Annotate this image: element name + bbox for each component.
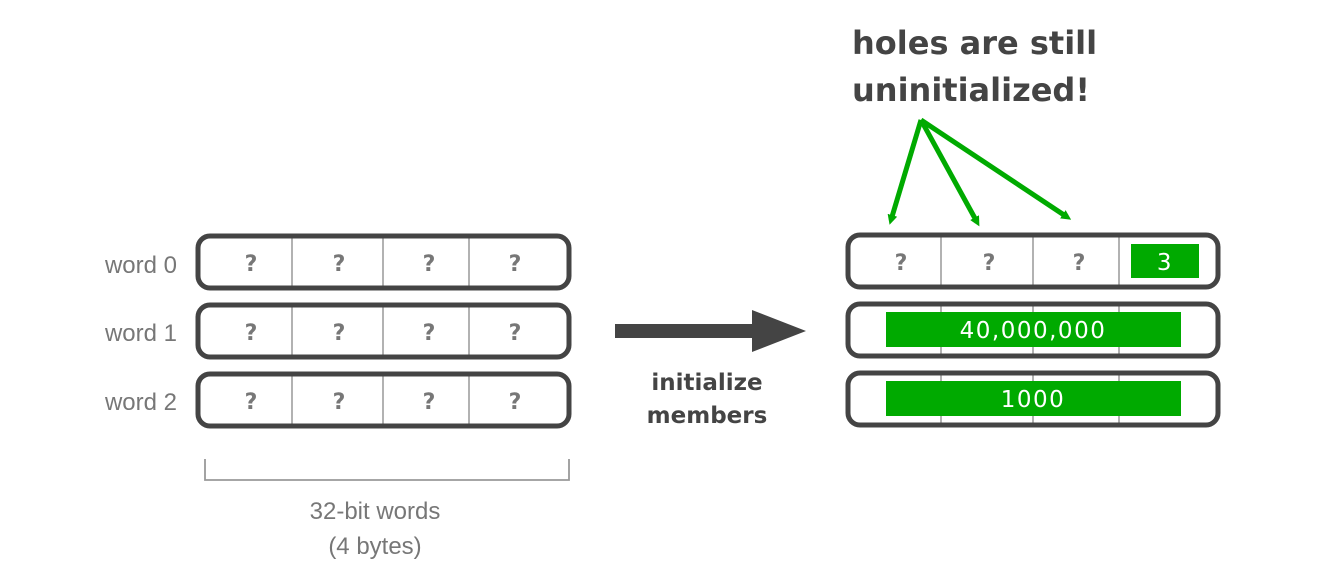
word-label: word 2 xyxy=(104,389,177,416)
word-size-caption-line2: (4 bytes) xyxy=(328,533,421,560)
hole-pointer-arrow xyxy=(887,119,924,225)
left-word-row: word 2 ? ? ? ? xyxy=(104,371,572,429)
byte-cell: ? xyxy=(423,321,436,346)
transition-label-line2: members xyxy=(647,403,768,429)
annotation-line2: uninitialized! xyxy=(852,71,1090,109)
padding-hole-cell: ? xyxy=(983,251,996,276)
word-size-caption-line1: 32-bit words xyxy=(310,498,441,525)
transition: initialize members xyxy=(615,310,806,429)
left-word-row: word 1 ? ? ? ? xyxy=(104,302,572,360)
byte-cell: ? xyxy=(423,390,436,415)
byte-cell: ? xyxy=(509,321,522,346)
member-value: 3 xyxy=(1157,250,1173,276)
byte-cell: ? xyxy=(509,252,522,277)
byte-cell: ? xyxy=(245,390,258,415)
byte-cell: ? xyxy=(245,321,258,346)
word-label: word 0 xyxy=(104,252,177,279)
byte-cell: ? xyxy=(333,252,346,277)
byte-cell: ? xyxy=(333,390,346,415)
width-bracket xyxy=(204,459,570,481)
member-value-bar xyxy=(886,381,1181,416)
right-word-row: ? ? ? 3 xyxy=(845,232,1221,290)
byte-cell: ? xyxy=(509,390,522,415)
left-word-row: word 0 ? ? ? ? xyxy=(104,233,572,291)
member-value-bar xyxy=(886,312,1181,347)
hole-pointer-arrow xyxy=(919,117,1072,220)
byte-cell: ? xyxy=(423,252,436,277)
byte-cell: ? xyxy=(333,321,346,346)
hole-pointer-arrow xyxy=(918,118,980,227)
member-value-bar xyxy=(1131,244,1199,278)
transition-label-line1: initialize xyxy=(651,370,762,396)
right-struct: holes are still uninitialized! ? ? ? 3 4… xyxy=(845,24,1221,428)
padding-hole-cell: ? xyxy=(1073,251,1086,276)
word-label: word 1 xyxy=(104,320,177,347)
padding-hole-cell: ? xyxy=(895,251,908,276)
right-word-row: 40,000,000 xyxy=(845,301,1221,359)
member-value: 1000 xyxy=(1001,387,1066,413)
left-struct: word 0 ? ? ? ? word 1 ? ? ? ? word 2 xyxy=(104,233,572,560)
member-value: 40,000,000 xyxy=(960,318,1107,344)
right-word-row: 1000 xyxy=(845,370,1221,428)
annotation-line1: holes are still xyxy=(852,24,1097,62)
transition-arrow-head xyxy=(752,310,806,352)
byte-cell: ? xyxy=(245,252,258,277)
